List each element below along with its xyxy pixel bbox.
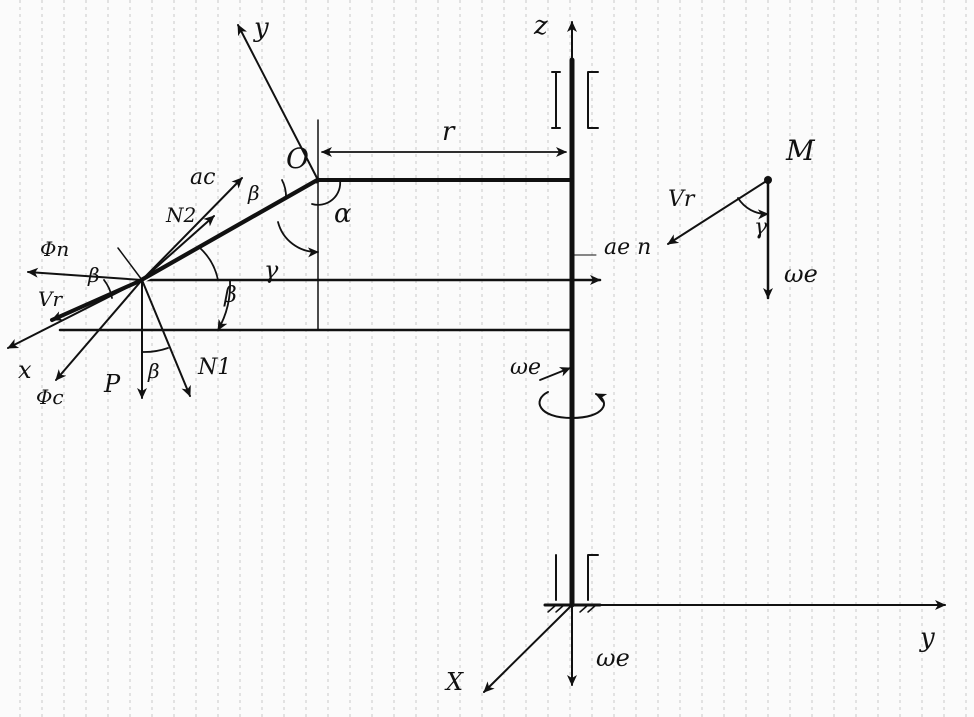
- label-point-O: O: [286, 142, 309, 175]
- base-hatch: [547, 604, 597, 613]
- graph-paper-grid: [19, 0, 967, 717]
- lower-bearing: [555, 554, 599, 601]
- beta-mid-arc: [199, 247, 219, 281]
- label-P: P: [103, 370, 121, 398]
- label-gamma-main: γ: [264, 256, 279, 284]
- label-x-axis-lower: X: [444, 668, 464, 696]
- label-x-axis-upper: x: [18, 356, 32, 384]
- rod-inner: [139, 183, 317, 285]
- label-Vr-left: Vr: [38, 287, 63, 311]
- local-y-axis: [237, 24, 319, 181]
- upper-bearing-right: [587, 71, 599, 129]
- label-Phi-n: Φn: [40, 237, 69, 261]
- Phi-n-vector: [27, 267, 143, 281]
- beta-p-arc: [141, 347, 169, 353]
- label-ae-n: ae n: [604, 235, 651, 260]
- label-beta-low: β: [147, 359, 160, 383]
- label-beta-left: β: [87, 263, 100, 287]
- alpha-arc: [311, 179, 342, 206]
- label-N2: N2: [165, 203, 196, 227]
- label-ac: ac: [190, 165, 215, 190]
- gamma-arc: [277, 221, 319, 258]
- omega-e-rot-arrow: [539, 367, 571, 381]
- label-beta-top: β: [247, 181, 260, 205]
- label-omega-e-base: ωe: [596, 644, 630, 672]
- ac-vector: [141, 177, 243, 281]
- rod: [139, 177, 321, 283]
- label-y-axis-lower: y: [919, 623, 935, 653]
- label-beta-mid: β: [223, 283, 237, 308]
- label-radius-r: r: [442, 117, 456, 147]
- label-omega-e-M: ωe: [784, 260, 818, 288]
- extra-line: [117, 247, 143, 281]
- label-point-M: M: [785, 134, 816, 167]
- beta-left-arc: [103, 279, 113, 299]
- Phi-c-vector: [55, 279, 143, 381]
- Vr-vector: [50, 278, 144, 322]
- inset-gamma-arc: [737, 197, 769, 220]
- beta-low-arc: [217, 279, 231, 331]
- label-y-axis-upper: y: [253, 13, 269, 43]
- point-M-dot: [764, 176, 772, 184]
- label-z-axis: z: [533, 11, 548, 41]
- x-axis-lower: [483, 604, 573, 693]
- label-gamma-M: γ: [754, 215, 768, 240]
- label-alpha: α: [334, 199, 352, 229]
- rotation-arrow: [538, 391, 608, 420]
- label-Vr-M: Vr: [668, 187, 696, 212]
- N2-vector: [141, 215, 215, 281]
- beta-top-arc: [281, 179, 287, 199]
- label-Phi-c: Φc: [36, 385, 64, 409]
- inset-Vr-vector: [667, 179, 769, 245]
- label-N1: N1: [197, 355, 231, 380]
- label-omega-e-rot: ωe: [510, 355, 541, 380]
- N1-vector: [141, 279, 191, 397]
- upper-bearing-left: [551, 71, 561, 129]
